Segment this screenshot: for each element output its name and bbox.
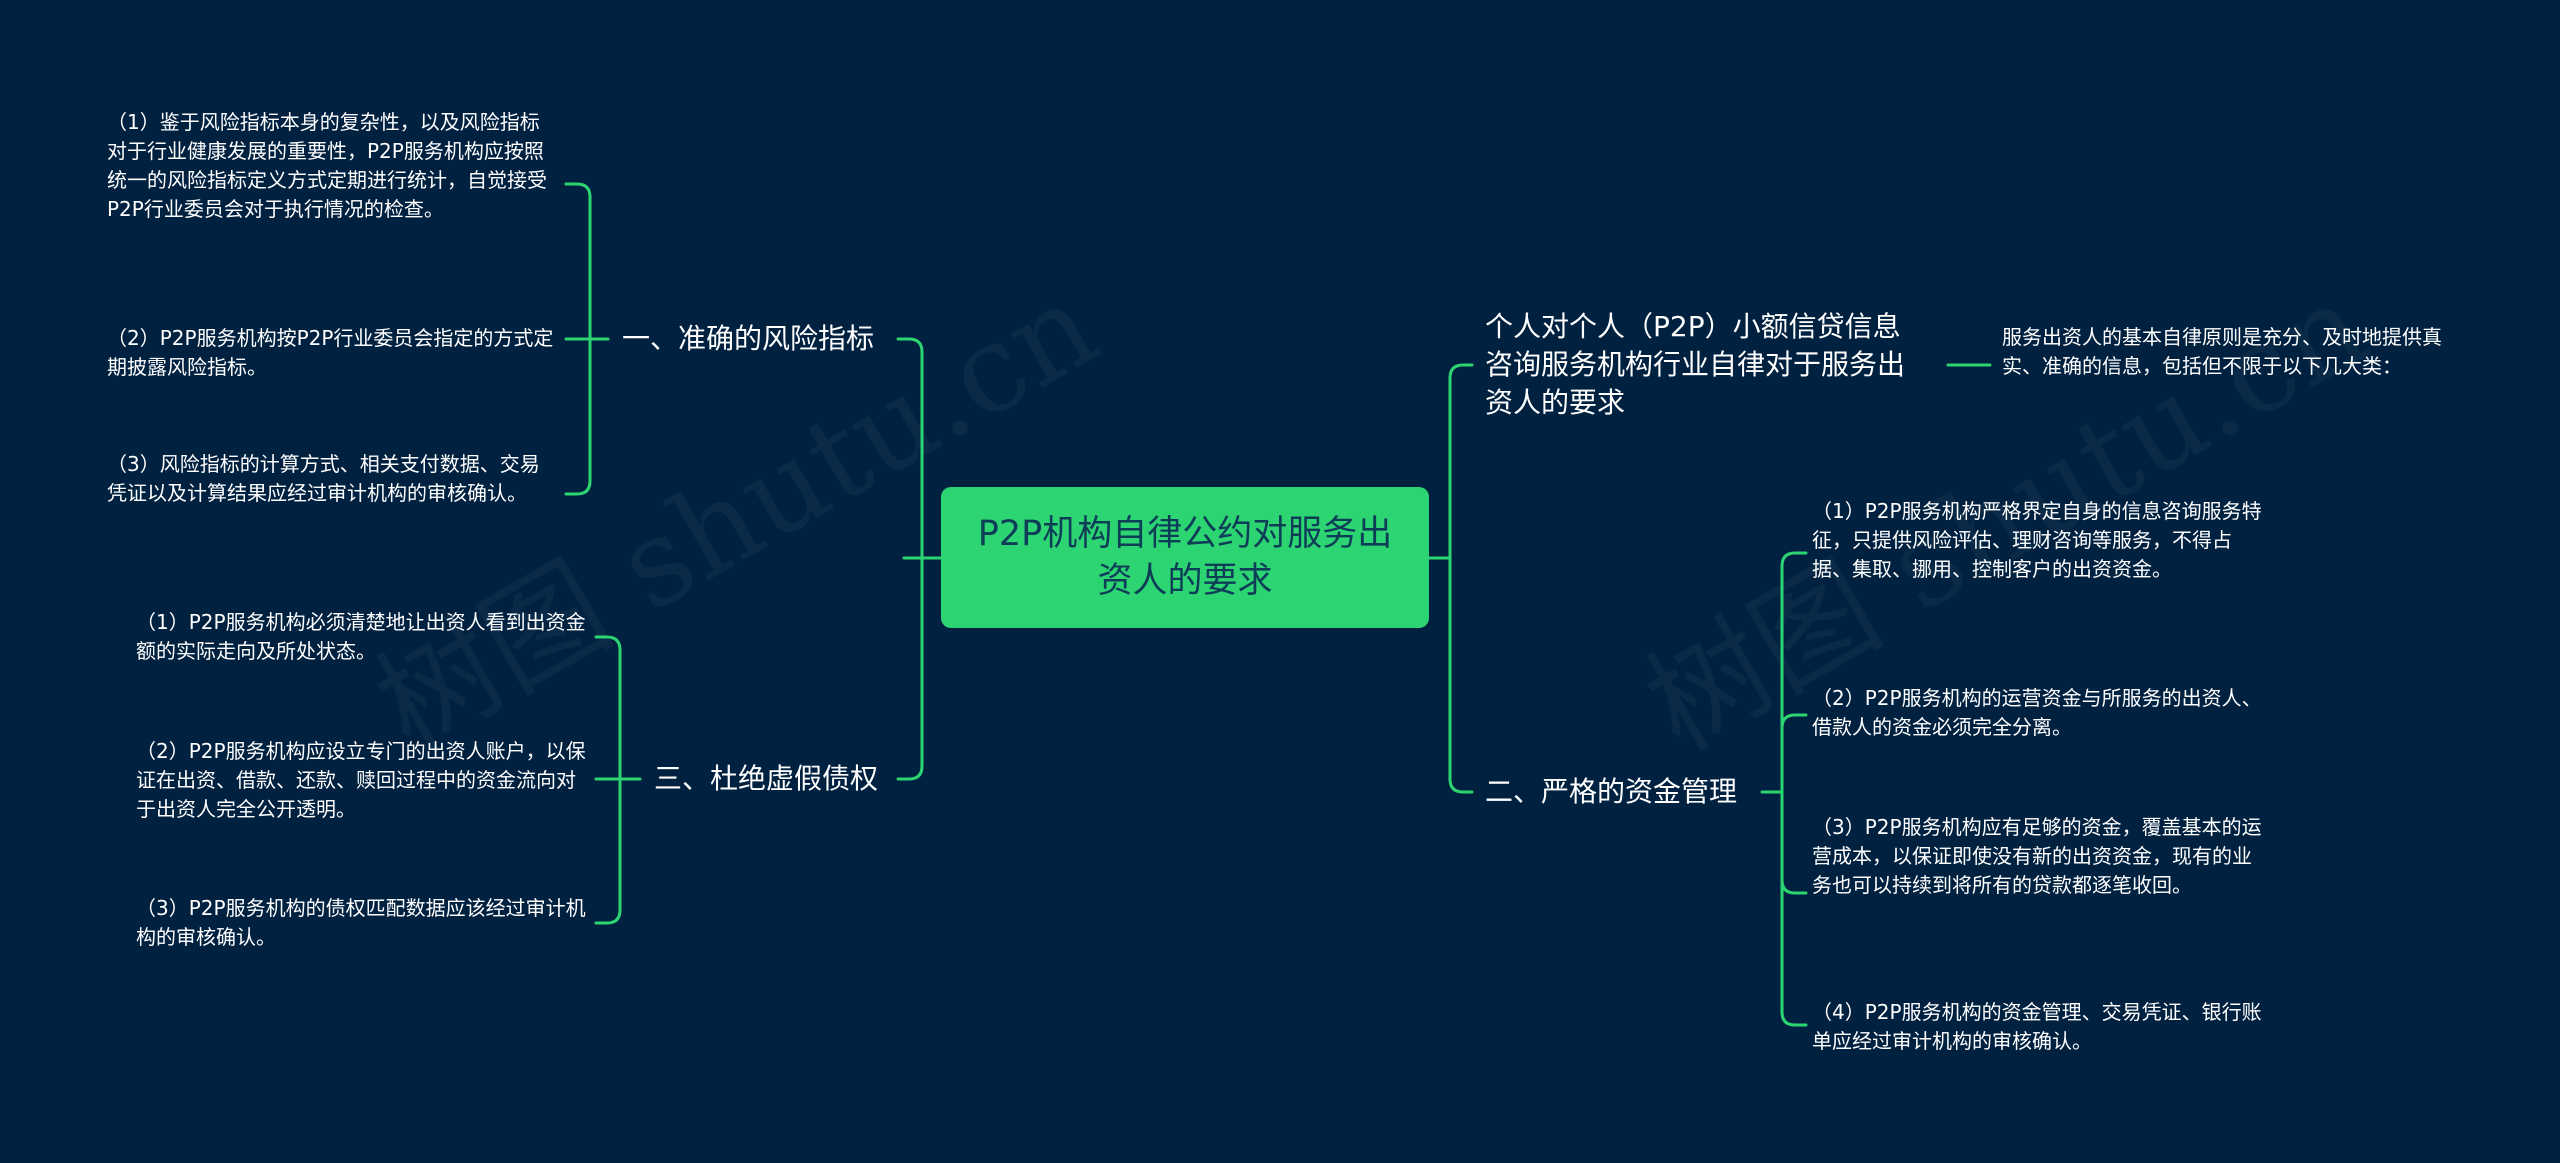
leaf-fund-management-1[interactable]: （1）P2P服务机构严格界定自身的信息咨询服务特征，只提供风险评估、理财咨询等服…: [1812, 499, 2262, 581]
center-topic[interactable]: P2P机构自律公约对服务出资人的要求: [941, 487, 1429, 628]
leaf-basic-principle[interactable]: 服务出资人的基本自律原则是充分、及时地提供真实、准确的信息，包括但不限于以下几大…: [2002, 325, 2442, 378]
branch-risk-indicators[interactable]: 一、准确的风险指标: [622, 322, 875, 355]
connector-branch1-bracket: [564, 182, 610, 496]
leaf-risk-indicators-2[interactable]: （2）P2P服务机构按P2P行业委员会指定的方式定期披露风险指标。: [107, 326, 554, 379]
leaf-risk-indicators-1[interactable]: （1）鉴于风险指标本身的复杂性，以及风险指标对于行业健康发展的重要性，P2P服务…: [107, 110, 547, 221]
leaf-fund-management-4[interactable]: （4）P2P服务机构的资金管理、交易凭证、银行账单应经过审计机构的审核确认。: [1812, 1000, 2262, 1053]
leaf-risk-indicators-3[interactable]: （3）风险指标的计算方式、相关支付数据、交易凭证以及计算结果应经过审计机构的审核…: [107, 452, 540, 505]
connector-left-trunk: [896, 337, 924, 781]
leaf-no-false-claims-1[interactable]: （1）P2P服务机构必须清楚地让出资人看到出资金额的实际走向及所处状态。: [136, 610, 586, 663]
connector-branch2-bracket: [1760, 551, 1808, 1027]
connector-branch3-bracket: [594, 635, 642, 925]
connector-right-trunk: [1427, 363, 1474, 794]
leaf-fund-management-3[interactable]: （3）P2P服务机构应有足够的资金，覆盖基本的运营成本，以保证即使没有新的出资资…: [1812, 815, 2262, 897]
branch-industry-self-discipline[interactable]: 个人对个人（P2P）小额信贷信息咨询服务机构行业自律对于服务出资人的要求: [1485, 310, 1906, 419]
branch-no-false-claims[interactable]: 三、杜绝虚假债权: [654, 762, 879, 795]
branch-fund-management[interactable]: 二、严格的资金管理: [1485, 775, 1738, 808]
leaf-fund-management-2[interactable]: （2）P2P服务机构的运营资金与所服务的出资人、借款人的资金必须完全分离。: [1812, 686, 2262, 739]
leaf-no-false-claims-3[interactable]: （3）P2P服务机构的债权匹配数据应该经过审计机构的审核确认。: [136, 896, 586, 949]
leaf-no-false-claims-2[interactable]: （2）P2P服务机构应设立专门的出资人账户，以保证在出资、借款、还款、赎回过程中…: [136, 739, 586, 821]
